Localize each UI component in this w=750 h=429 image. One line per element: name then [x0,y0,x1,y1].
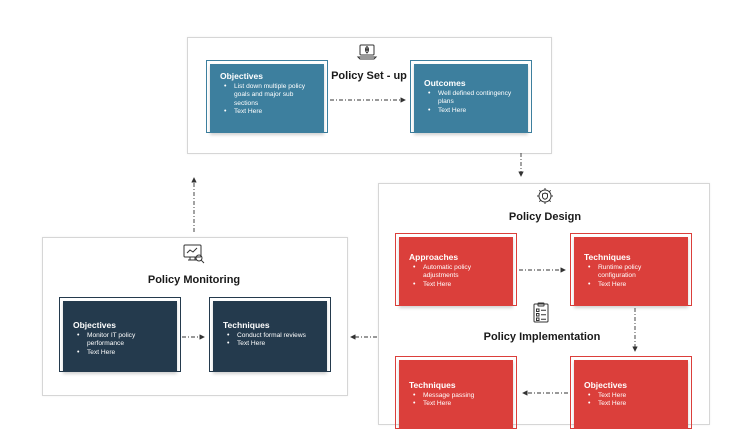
setup-objectives-card: Objectives List down multiple policy goa… [206,60,328,133]
list-item: Text Here [588,392,680,401]
list-item: Monitor IT policy performance [77,332,169,349]
list-item: Text Here [588,400,680,409]
list-item: Text Here [224,108,316,117]
list-item: Text Here [413,281,505,290]
card-title: Approaches [409,252,459,262]
card-title: Objectives [220,71,263,81]
list-item: List down multiple policy goals and majo… [224,83,316,108]
laptop-rocket-icon [356,40,378,62]
policy-monitoring-title: Policy Monitoring [147,274,241,286]
design-techniques-card: Techniques Runtime policy configuration … [570,233,692,306]
policy-setup-title: Policy Set - up [331,70,407,82]
gear-shield-icon [535,186,555,206]
list-item: Runtime policy configuration [588,264,680,281]
monitoring-techniques-card: Techniques Conduct formal reviews Text H… [209,297,331,372]
list-item: Text Here [413,400,505,409]
list-item: Text Here [588,281,680,290]
card-title: Objectives [73,320,116,330]
policy-implementation-title: Policy Implementation [483,331,601,343]
list-item: Automatic policy adjustments [413,264,505,281]
implementation-techniques-card: Techniques Message passing Text Here [395,356,517,429]
card-title: Techniques [584,252,631,262]
list-item: Text Here [428,107,520,116]
card-title: Outcomes [424,78,466,88]
list-item: Well defined contingency plans [428,90,520,107]
design-approaches-card: Approaches Automatic policy adjustments … [395,233,517,306]
card-title: Objectives [584,380,627,390]
card-title: Techniques [223,320,270,330]
card-title: Techniques [409,380,456,390]
list-item: Text Here [227,340,319,349]
list-item: Text Here [77,349,169,358]
clipboard-checklist-icon [531,302,551,324]
list-item: Message passing [413,392,505,401]
setup-outcomes-card: Outcomes Well defined contingency plans … [410,60,532,133]
monitoring-objectives-card: Objectives Monitor IT policy performance… [59,297,181,372]
policy-design-title: Policy Design [508,211,582,223]
implementation-objectives-card: Objectives Text Here Text Here [570,356,692,429]
monitor-magnifier-icon [182,243,206,265]
list-item: Conduct formal reviews [227,332,319,341]
